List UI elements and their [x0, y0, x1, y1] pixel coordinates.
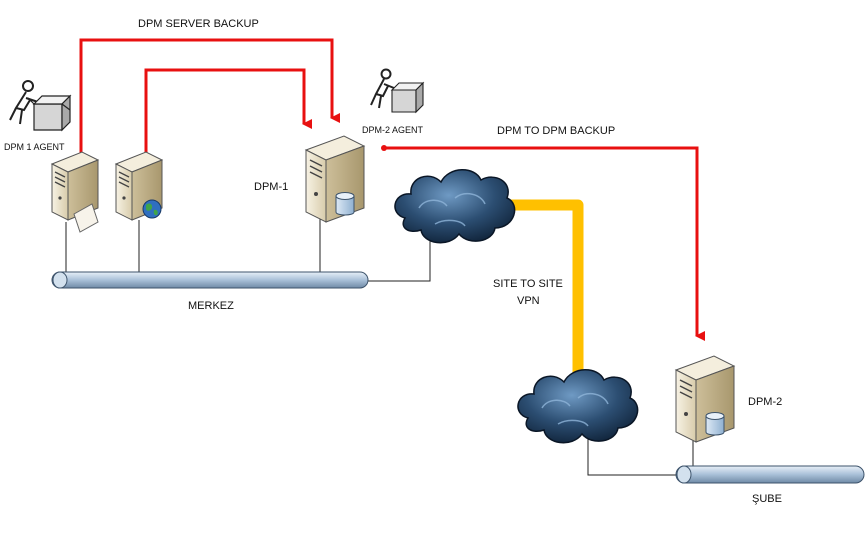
label-dpm2: DPM-2 — [748, 396, 782, 408]
cloud-icon — [394, 169, 516, 244]
server-tower-icon — [304, 135, 366, 223]
network-connectors — [65, 218, 694, 476]
agent-person-box-icon — [370, 68, 425, 114]
globe-icon — [142, 199, 162, 219]
label-vpn-line2: VPN — [517, 295, 540, 307]
database-icon — [705, 412, 725, 436]
label-dpm-to-dpm-backup: DPM TO DPM BACKUP — [497, 125, 615, 137]
label-vpn-line1: SITE TO SITE — [493, 278, 563, 290]
lan-bus-merkez — [51, 271, 369, 289]
label-dpm1: DPM-1 — [254, 181, 288, 193]
cloud-icon — [517, 369, 639, 444]
document-icon — [73, 203, 99, 233]
dpm-to-dpm-arrow — [384, 146, 705, 341]
label-dpm-server-backup: DPM SERVER BACKUP — [138, 18, 259, 30]
database-icon — [335, 192, 355, 216]
lan-bus-sube — [675, 465, 865, 484]
label-dpm1-agent: DPM 1 AGENT — [4, 142, 65, 152]
server-tower-icon — [114, 151, 164, 221]
agent-backup-arrow — [144, 68, 312, 158]
server-tower-icon — [50, 151, 100, 233]
vpn-link — [492, 199, 584, 390]
dpm-server-backup-arrow — [79, 38, 340, 172]
label-dpm2-agent: DPM-2 AGENT — [362, 125, 424, 135]
agent-person-box-icon — [9, 80, 72, 132]
label-merkez: MERKEZ — [188, 300, 234, 312]
server-tower-icon — [674, 355, 736, 443]
label-sube: ŞUBE — [752, 493, 782, 505]
backup-arrows — [79, 38, 705, 341]
dpm-to-dpm-origin-dot — [381, 145, 387, 151]
